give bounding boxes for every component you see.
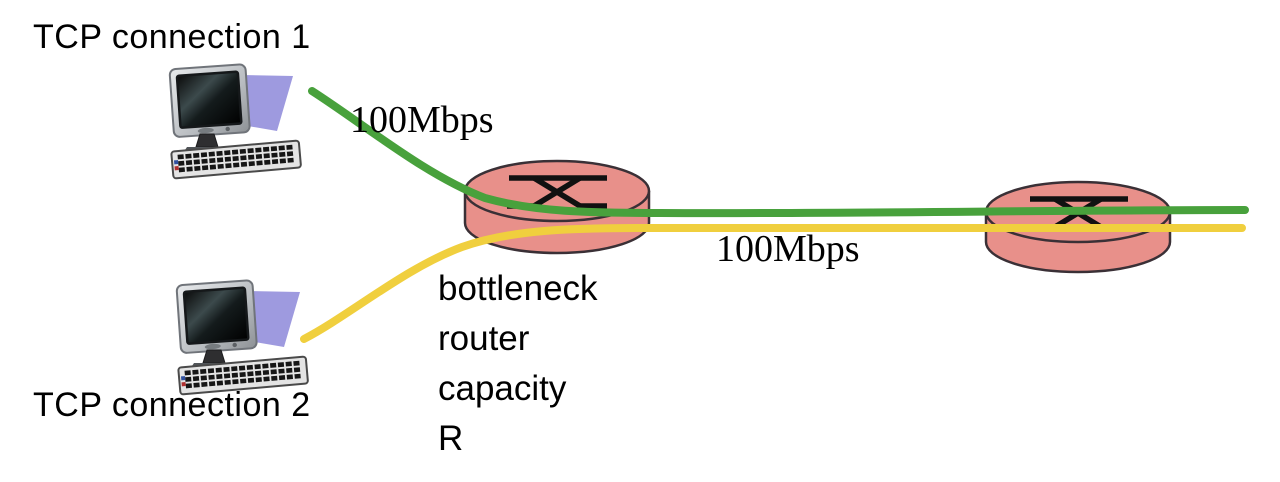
host1-label: TCP connection 1 <box>33 18 311 56</box>
bottleneck-router-caption: bottleneck router capacity R <box>438 269 598 458</box>
host1-computer-icon <box>169 64 301 178</box>
router-crossover-icon <box>507 175 607 209</box>
host2-label: TCP connection 2 <box>33 386 311 424</box>
link2-bandwidth-label: 100Mbps <box>716 228 860 270</box>
link1-bandwidth-label: 100Mbps <box>350 99 494 141</box>
tcp-connection2-flow-line <box>300 223 1246 343</box>
host2-computer-icon <box>176 280 308 394</box>
tcp-connection1-flow-line <box>308 87 1249 218</box>
